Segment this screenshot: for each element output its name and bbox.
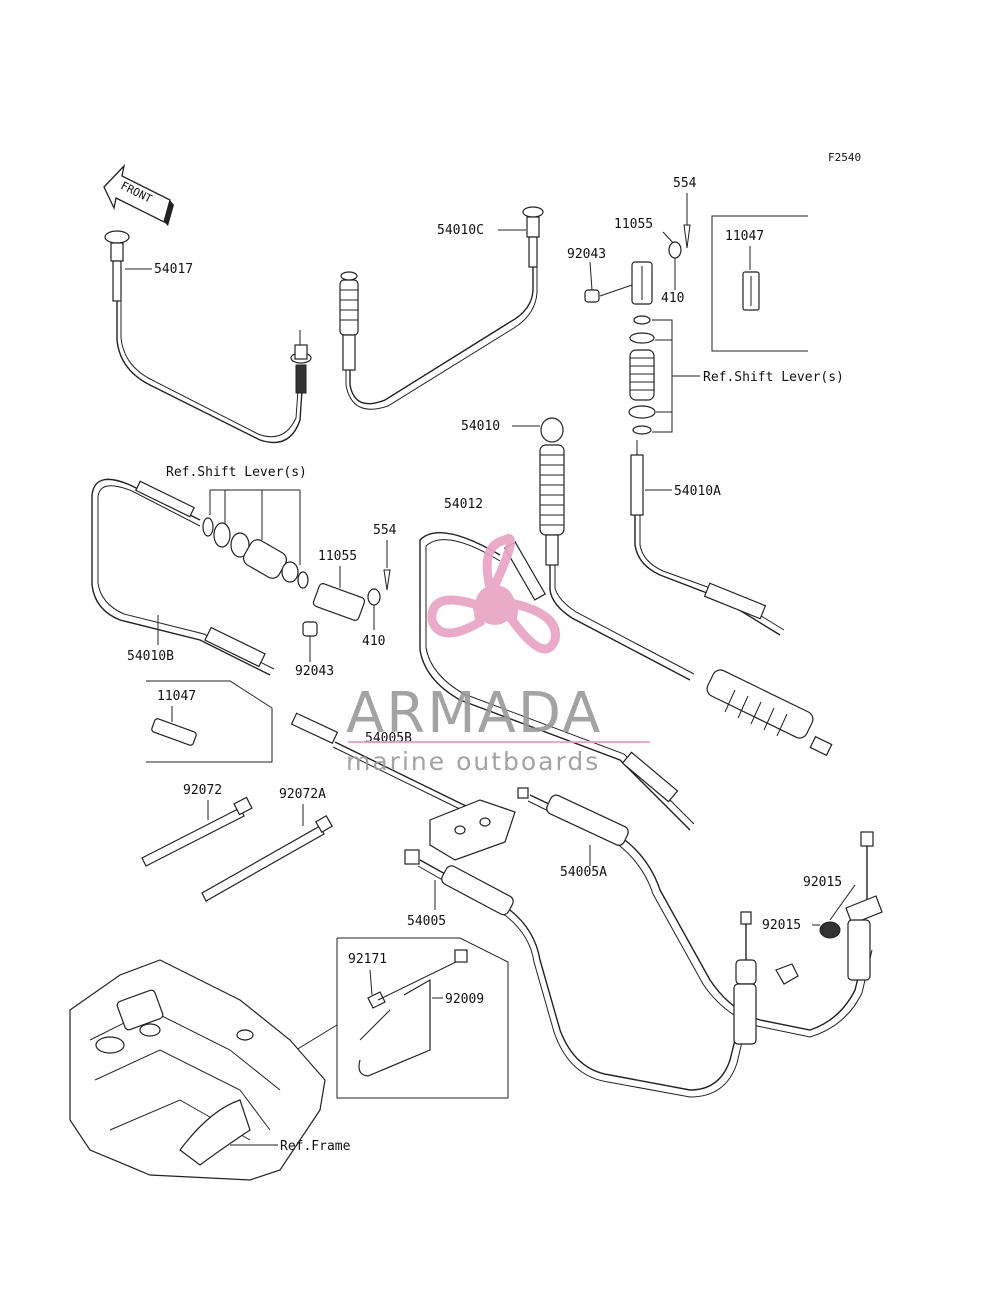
label-92171: 92171	[348, 952, 387, 967]
label-ref-shift-right: Ref.Shift Lever(s)	[703, 370, 844, 385]
washer-icon-mid	[367, 588, 381, 606]
cotter-pin-icon-mid	[383, 569, 391, 591]
label-54017: 54017	[154, 262, 193, 277]
cable-54005b	[290, 712, 471, 814]
washer-icon	[668, 241, 682, 259]
cable-54005	[417, 859, 753, 1098]
joint-11055-top	[631, 261, 653, 305]
label-92043-mid: 92043	[295, 664, 334, 679]
junction-block	[404, 787, 529, 865]
label-54005: 54005	[407, 914, 446, 929]
cable-54010	[539, 417, 833, 757]
front-arrow-icon: FRONT	[103, 163, 174, 226]
end-rod-left	[733, 911, 799, 1045]
joint-11055-mid	[312, 583, 366, 621]
label-92015-a: 92015	[803, 875, 842, 890]
propeller-logo-icon	[427, 534, 560, 654]
watermark-brand: ARMADA	[346, 681, 602, 746]
spring-stack-left	[202, 517, 309, 589]
label-92072: 92072	[183, 783, 222, 798]
label-ref-shift-left: Ref.Shift Lever(s)	[166, 465, 307, 480]
label-11047-mid: 11047	[157, 689, 196, 704]
label-11055-top: 11055	[614, 217, 653, 232]
label-554-mid: 554	[373, 523, 397, 538]
inset-11047-mid	[146, 680, 273, 763]
watermark: ARMADA marine outboards	[346, 534, 650, 776]
label-11047-top: 11047	[725, 229, 764, 244]
label-92043-top: 92043	[567, 247, 606, 262]
cable-54017	[104, 230, 312, 444]
cotter-pin-icon	[683, 224, 691, 249]
label-54005a: 54005A	[560, 865, 607, 880]
figure-code: F2540	[828, 151, 861, 164]
end-rod-right	[819, 831, 883, 981]
label-54010a: 54010A	[674, 484, 721, 499]
cable-54010b	[91, 478, 275, 676]
label-11055-mid: 11055	[318, 549, 357, 564]
label-ref-frame: Ref.Frame	[280, 1139, 351, 1154]
cable-tie-92072	[141, 796, 253, 867]
cable-54010a	[630, 440, 785, 636]
label-554-top: 554	[673, 176, 697, 191]
inset-92171-92009	[336, 937, 509, 1099]
spring-stack-right	[628, 315, 656, 435]
label-92015-b: 92015	[762, 918, 801, 933]
label-92072a: 92072A	[279, 787, 326, 802]
inset-11047-top	[711, 215, 808, 352]
frame-part	[69, 959, 326, 1181]
label-54010: 54010	[461, 419, 500, 434]
label-54012: 54012	[444, 497, 483, 512]
label-54010b: 54010B	[127, 649, 174, 664]
label-410-top: 410	[661, 291, 684, 306]
cable-54012	[419, 532, 695, 831]
cable-tie-92072a	[201, 814, 334, 902]
pin-92043-top	[584, 284, 633, 303]
label-410-mid: 410	[362, 634, 385, 649]
cable-54005a	[527, 794, 873, 1038]
watermark-tagline: marine outboards	[346, 747, 600, 776]
pin-92043-mid	[302, 621, 318, 637]
label-92009: 92009	[445, 992, 484, 1007]
cable-54010c	[339, 206, 544, 410]
label-54010c: 54010C	[437, 223, 484, 238]
